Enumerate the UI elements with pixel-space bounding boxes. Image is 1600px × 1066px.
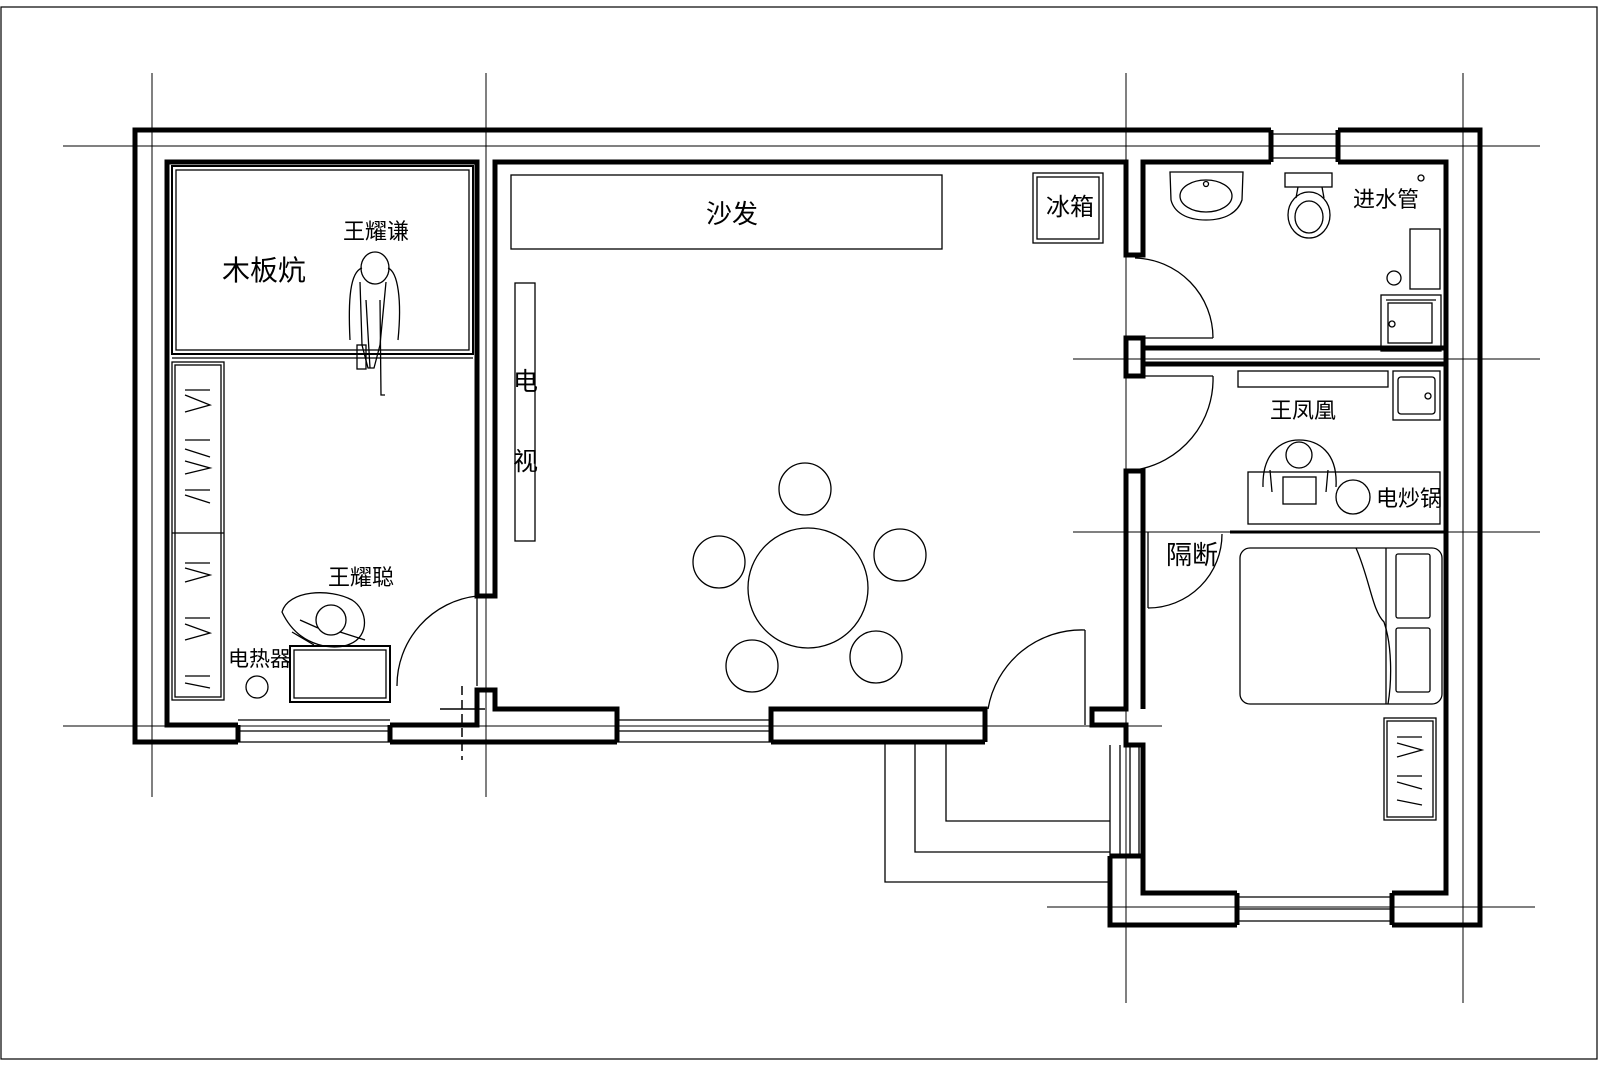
wardrobe-left bbox=[171, 361, 225, 701]
heater-icon bbox=[245, 675, 269, 699]
dining-table bbox=[692, 462, 927, 693]
water-heater bbox=[1409, 228, 1441, 290]
kang-bed bbox=[171, 165, 474, 359]
axis-marker bbox=[440, 686, 485, 760]
label-person-bottom-left: 王耀聪 bbox=[328, 566, 394, 591]
doors bbox=[396, 257, 1223, 725]
toilet-icon bbox=[1284, 172, 1333, 239]
page-frame bbox=[0, 6, 1598, 1060]
valve-icon bbox=[1386, 270, 1402, 286]
entrance-steps bbox=[884, 742, 1110, 883]
label-cooker: 电炒锅 bbox=[1376, 487, 1442, 512]
label-tv-1: 电 bbox=[513, 367, 538, 396]
fridge bbox=[1032, 172, 1104, 244]
desk bbox=[289, 645, 391, 703]
kitchen-shelf bbox=[1237, 370, 1389, 388]
tv bbox=[514, 282, 536, 542]
bed bbox=[1239, 547, 1443, 705]
label-person-top-left: 王耀谦 bbox=[343, 220, 409, 245]
label-partition: 隔断 bbox=[1166, 541, 1218, 571]
label-person-kitchen: 王凤凰 bbox=[1270, 399, 1336, 424]
electric-cooker-icon bbox=[1335, 479, 1371, 515]
washbasin-icon bbox=[1169, 171, 1244, 221]
kitchen-sink-icon bbox=[1392, 370, 1441, 421]
label-kang: 木板炕 bbox=[222, 254, 306, 287]
windows bbox=[238, 133, 1392, 922]
water-pipe-icon bbox=[1417, 174, 1425, 182]
washing-machine-icon bbox=[1380, 294, 1442, 352]
label-heater: 电热器 bbox=[228, 647, 291, 671]
label-water-pipe: 进水管 bbox=[1353, 188, 1419, 213]
kitchen-counter bbox=[1247, 471, 1441, 525]
person-cooking-icon bbox=[1262, 439, 1337, 505]
person-standing-icon bbox=[348, 251, 401, 396]
wardrobe-right bbox=[1383, 717, 1437, 821]
sofa bbox=[510, 174, 943, 250]
person-seated-icon bbox=[281, 592, 366, 648]
label-tv-2: 视 bbox=[513, 447, 538, 476]
grid-lines bbox=[63, 73, 1540, 1003]
label-sofa: 沙发 bbox=[706, 200, 758, 230]
label-fridge: 冰箱 bbox=[1046, 193, 1094, 221]
